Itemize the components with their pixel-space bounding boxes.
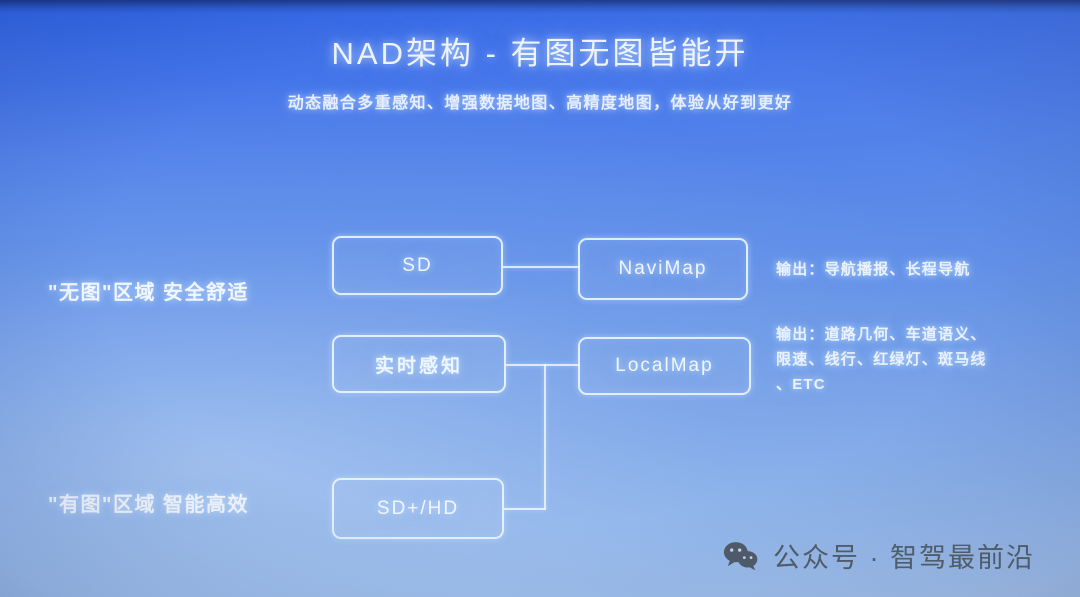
connector-sdhd-to-branch [503, 508, 546, 510]
diagram-node-sd-plus-hd[interactable]: SD+/HD [332, 478, 504, 539]
diagram-node-navimap[interactable]: NaviMap [578, 238, 748, 300]
slide-subtitle: 动态融合多重感知、增强数据地图、高精度地图，体验从好到更好 [287, 95, 793, 112]
region-label-no-map: "无图"区域 安全舒适 [48, 282, 250, 304]
region-label-has-map: "有图"区域 智能高效 [48, 494, 250, 516]
diagram-node-localmap[interactable]: LocalMap [578, 337, 751, 395]
watermark: 公众号 · 智驾最前沿 [722, 536, 1035, 575]
connector-realtime-to-localmap [506, 364, 580, 366]
wechat-icon [722, 540, 760, 571]
annotation-navimap-output: 输出：导航播报、长程导航 [776, 261, 971, 278]
watermark-text: 公众号 · 智驾最前沿 [773, 543, 1035, 573]
diagram-node-sd[interactable]: SD [332, 236, 503, 295]
connector-vertical-branch [544, 364, 546, 510]
connector-sd-to-navimap [503, 266, 580, 268]
annotation-localmap-output: 输出：道路几何、车道语义、 限速、线行、红绿灯、斑马线 、ETC [776, 326, 987, 393]
slide-title: NAD架构 - 有图无图皆能开 [331, 36, 749, 71]
diagram-node-realtime-perception[interactable]: 实时感知 [332, 335, 506, 393]
